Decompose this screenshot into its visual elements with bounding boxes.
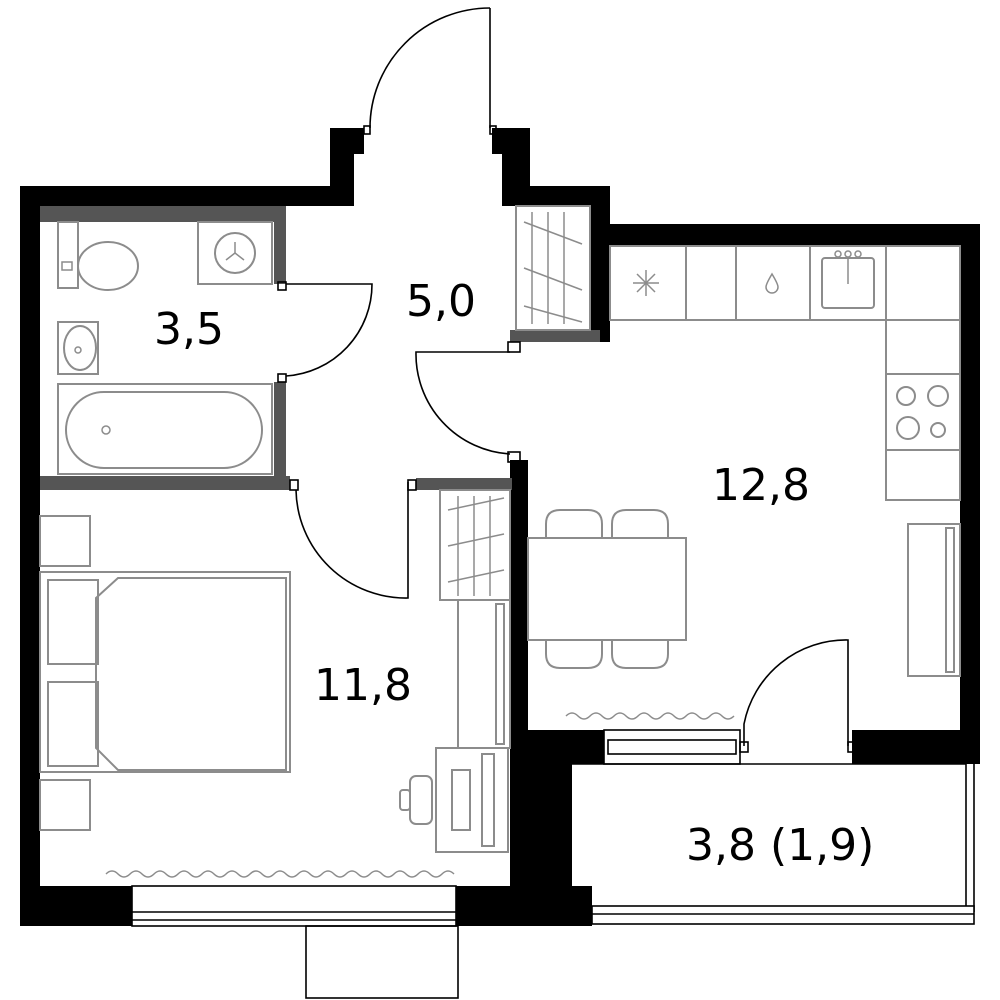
bathroom-sink [57, 321, 99, 375]
bedroom-area-label: 11,8 [314, 660, 412, 711]
kitchen-radiator [907, 523, 961, 677]
kitchen-counter [609, 245, 961, 501]
bathroom-area-label: 3,5 [154, 304, 224, 355]
stove-icon [896, 385, 949, 440]
bedroom-curtain [105, 870, 455, 878]
outer-walls [20, 128, 980, 926]
desk [435, 747, 509, 853]
hallway-wardrobe [515, 205, 591, 331]
water-drop-icon [765, 272, 779, 294]
kitchen-door[interactable] [415, 341, 521, 463]
bedroom-radiator [457, 599, 511, 749]
inner-walls [40, 206, 600, 490]
washing-machine-icon [197, 221, 273, 285]
kitchen-area-label: 12,8 [712, 460, 810, 511]
toilet [57, 221, 139, 291]
french-balcony [305, 925, 459, 999]
dining-table [527, 537, 687, 641]
bedside-table [39, 515, 91, 831]
hallway-area-label: 5,0 [406, 276, 476, 327]
sink-icon [821, 250, 875, 309]
bedroom-door[interactable] [289, 479, 417, 599]
bathtub [57, 383, 273, 475]
desk-chair [399, 775, 433, 825]
balcony [572, 763, 975, 925]
kitchen-curtain [565, 712, 735, 720]
balcony-door[interactable] [739, 639, 857, 753]
bathroom-door[interactable] [277, 281, 373, 383]
bedroom-wardrobe [439, 489, 511, 601]
snowflake-icon [633, 270, 659, 296]
dining-chair [545, 509, 669, 669]
kitchen-window [603, 729, 741, 765]
bedroom-window [131, 885, 457, 927]
double-bed [39, 571, 291, 773]
balcony-area-label: 3,8 (1,9) [686, 820, 874, 871]
entrance-door[interactable] [363, 7, 497, 135]
